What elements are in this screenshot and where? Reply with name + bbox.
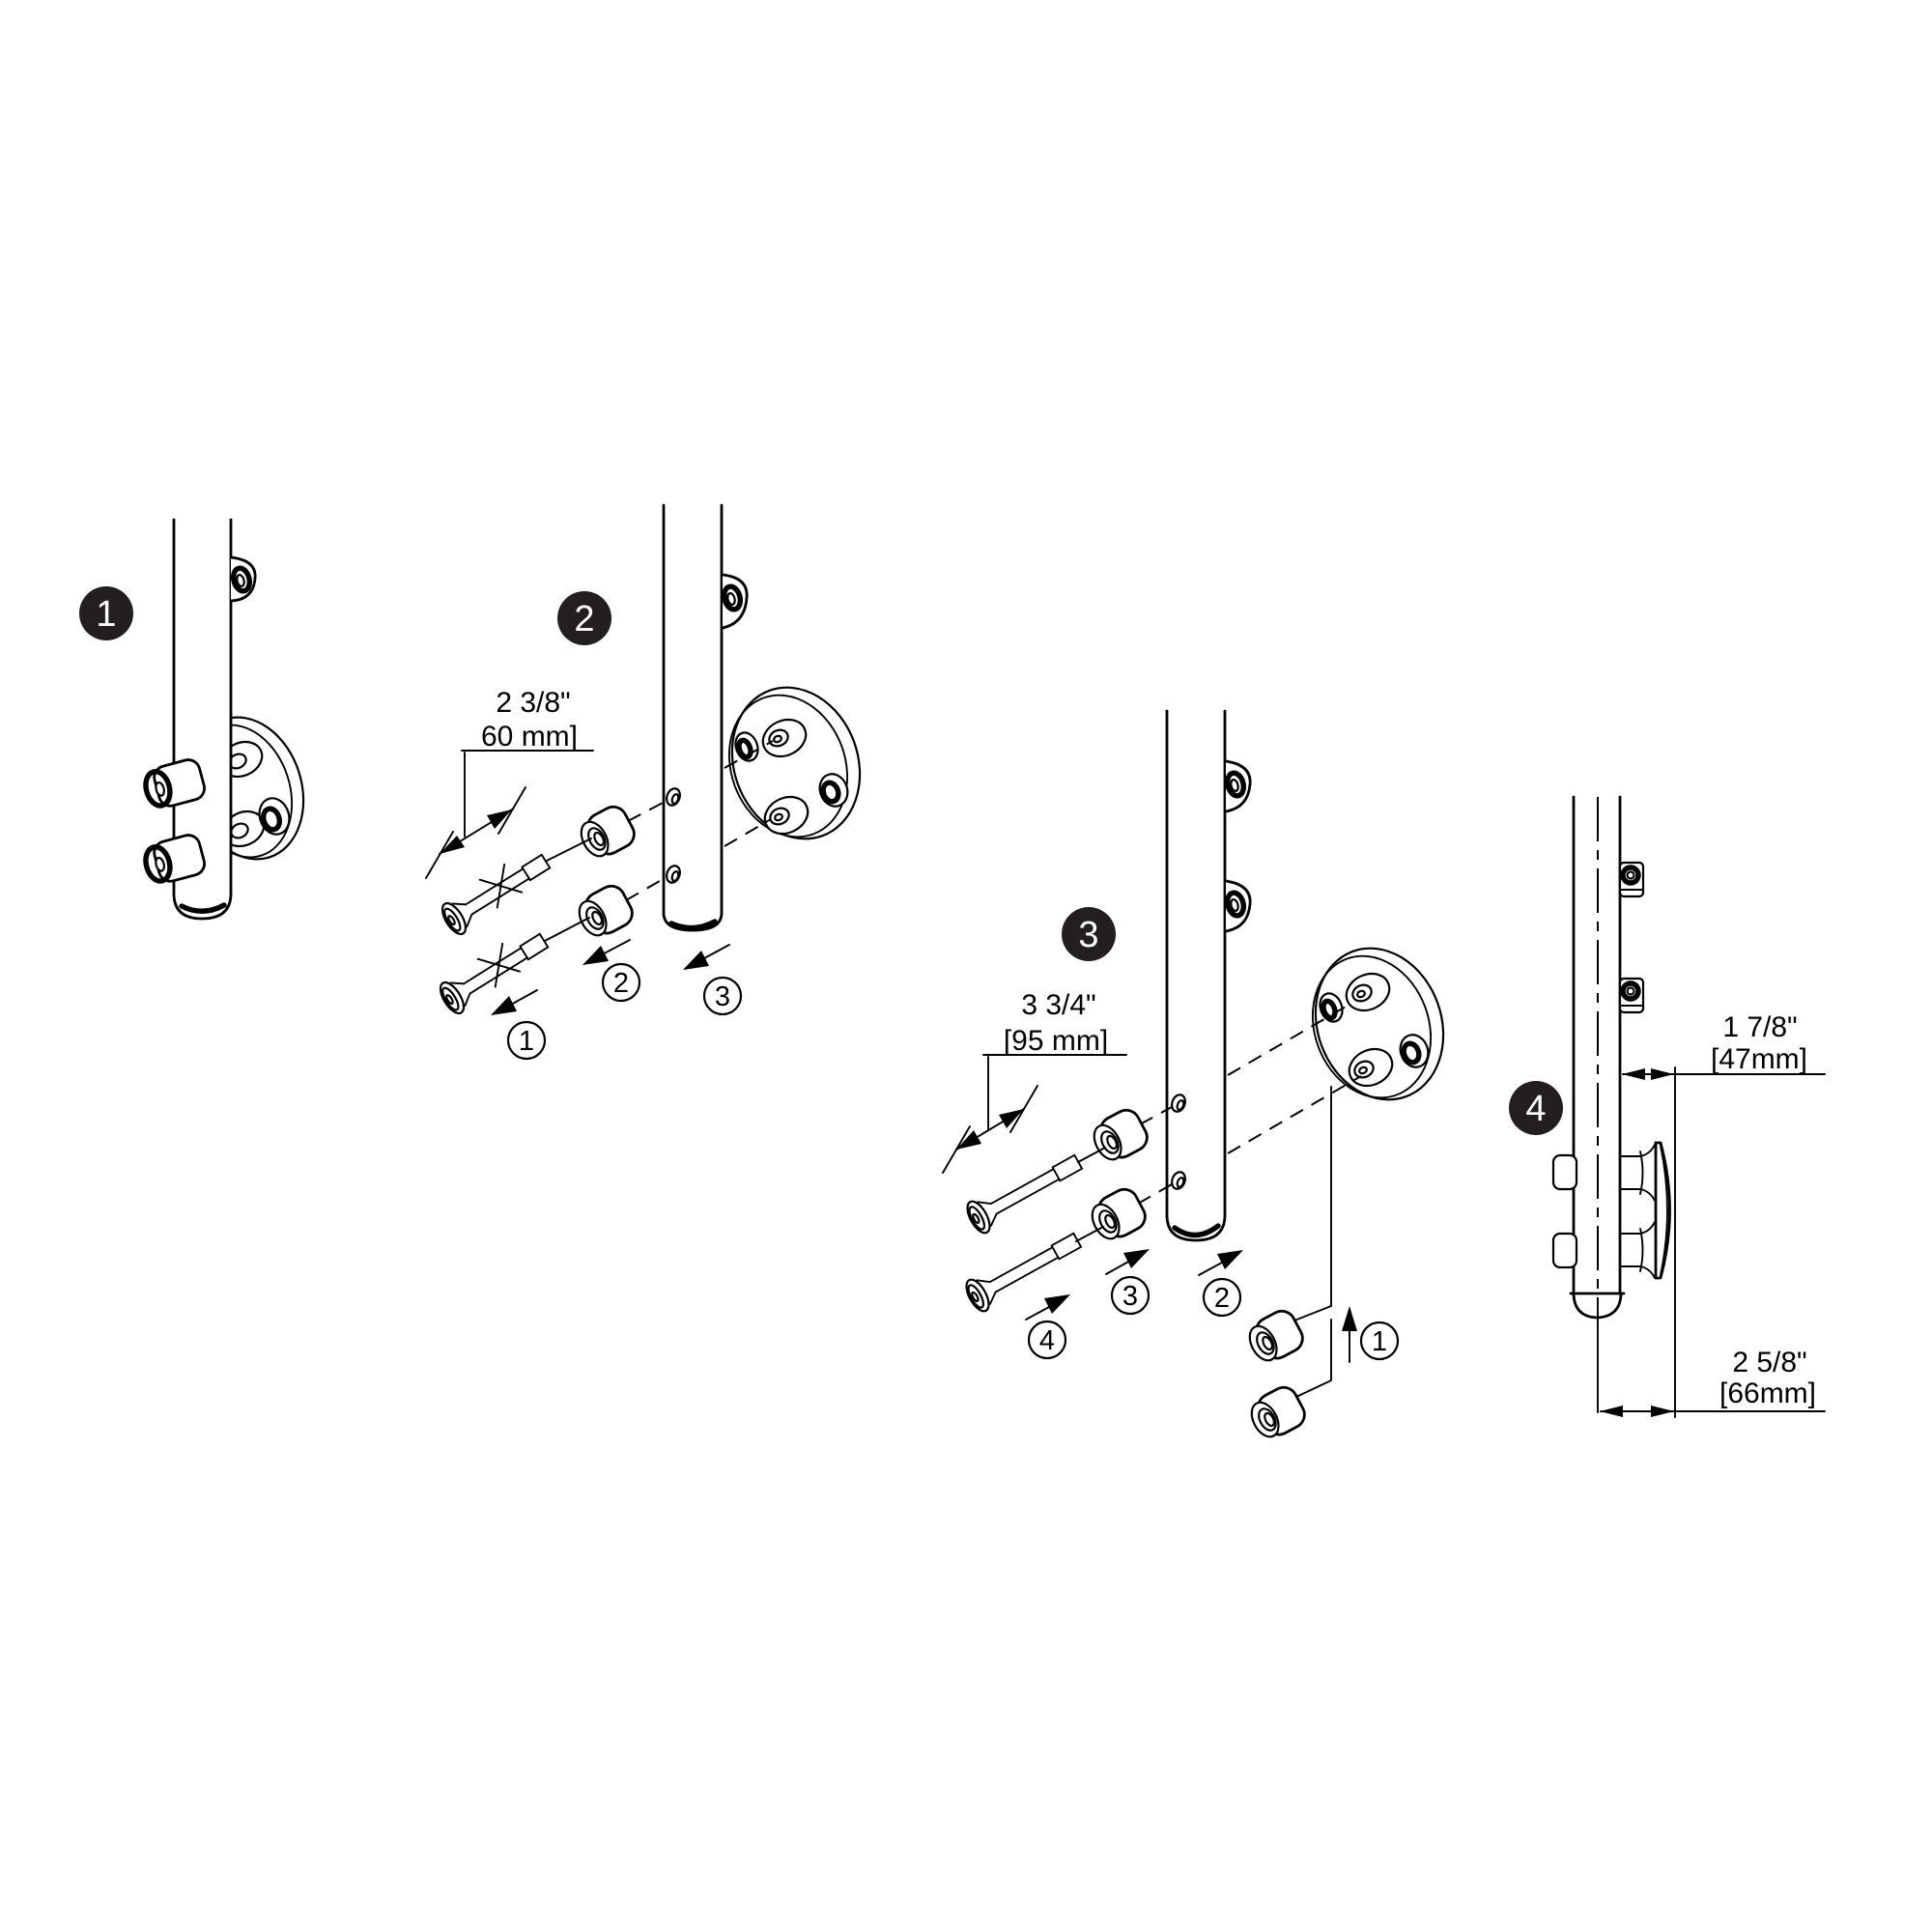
tube-hole xyxy=(670,870,680,882)
axis-line xyxy=(1077,1147,1106,1163)
mounting-spacer-icon xyxy=(580,805,636,858)
dimension-inches: 1 7/8" xyxy=(1722,1011,1797,1043)
dimension-offset-66: 2 5/8" [66mm] xyxy=(1600,1347,1826,1417)
svg-text:2: 2 xyxy=(613,968,629,999)
flat-head-screw-icon xyxy=(966,1153,1084,1235)
axis-line xyxy=(544,917,590,942)
saddle-fitting-icon xyxy=(721,573,749,630)
dimension-screw-length: 3 3/4" [95 mm] xyxy=(942,989,1127,1174)
step-badge-1: 1 xyxy=(79,586,133,640)
dimension-inches: 2 3/8" xyxy=(496,687,570,719)
saddle-fitting-icon xyxy=(1224,879,1252,933)
saddle-block-icon xyxy=(1618,861,1645,898)
step-number: 2 xyxy=(574,599,594,639)
wall-flange-icon xyxy=(727,686,862,840)
tube-hole xyxy=(1176,1099,1185,1111)
flat-head-screw-icon xyxy=(965,1232,1083,1313)
projection-line xyxy=(627,800,668,822)
dimension-offset-47: 1 7/8" [47mm] xyxy=(1622,1011,1826,1080)
dimension-inches: 2 5/8" xyxy=(1732,1347,1806,1378)
mounting-spacer-icon xyxy=(1248,1309,1304,1362)
dimension-screw-length: 2 3/8" 60 mm] xyxy=(425,687,594,879)
projection-line xyxy=(625,876,668,901)
step-2-drawing: 2 3/8" 60 mm] 1 2 3 2 xyxy=(425,503,862,1061)
leader-line xyxy=(1295,1379,1332,1398)
flat-head-screw-icon xyxy=(439,932,550,1015)
step-number: 3 xyxy=(1078,915,1098,955)
post-tube-icon xyxy=(1165,709,1227,1242)
dimension-metric: [95 mm] xyxy=(1004,1025,1108,1057)
svg-text:4: 4 xyxy=(1039,1325,1055,1356)
svg-text:2: 2 xyxy=(1214,1283,1230,1314)
callout-2: 2 xyxy=(582,939,641,1003)
projection-line xyxy=(1139,1106,1173,1125)
step-number: 1 xyxy=(96,594,116,635)
spacer-side-icon xyxy=(1551,1232,1578,1269)
step-badge-circle xyxy=(1062,907,1116,961)
wall-flange-side-icon xyxy=(1654,1141,1671,1280)
spacer-cone-icon xyxy=(1620,1221,1656,1279)
mounting-spacer-icon xyxy=(143,758,206,809)
svg-text:3: 3 xyxy=(1122,1281,1138,1312)
mounting-spacer-icon xyxy=(1250,1385,1306,1438)
dimension-inches: 3 3/4" xyxy=(1021,989,1095,1021)
projection-line xyxy=(1227,1075,1362,1154)
mounting-spacer-icon xyxy=(143,834,206,884)
post-tube-icon xyxy=(172,518,233,921)
wall-flange-icon xyxy=(1311,947,1445,1101)
axis-line xyxy=(546,838,592,862)
step-1-drawing: 1 xyxy=(79,518,305,921)
projection-line xyxy=(724,818,772,847)
saddle-block-icon xyxy=(1618,977,1645,1014)
svg-text:3: 3 xyxy=(715,981,730,1012)
axis-line xyxy=(1075,1226,1104,1242)
flat-head-screw-icon xyxy=(440,853,552,936)
dimension-metric: 60 mm] xyxy=(481,721,578,753)
projection-line xyxy=(724,740,774,769)
step-badge-circle xyxy=(1509,1081,1563,1135)
step-badge-circle xyxy=(79,586,133,640)
callout-1: 1 xyxy=(491,989,547,1061)
projection-line xyxy=(1137,1183,1173,1205)
callout-1: 1 xyxy=(1342,1306,1400,1363)
saddle-fitting-icon xyxy=(230,555,257,603)
step-4-drawing: 1 7/8" [47mm] 2 5/8" [66mm] 4 xyxy=(1509,795,1826,1418)
mounting-spacer-icon xyxy=(1093,1108,1149,1161)
tube-hole xyxy=(670,793,680,805)
step-3-drawing: 3 3/4" [95 mm] 4 xyxy=(942,709,1445,1438)
callout-2: 2 xyxy=(1198,1250,1243,1318)
step-badge-circle xyxy=(557,591,611,645)
post-tube-icon xyxy=(662,503,724,932)
step-badge-4: 4 xyxy=(1509,1081,1563,1135)
leader-line xyxy=(1293,1305,1332,1321)
callout-3: 3 xyxy=(1105,1249,1151,1316)
post-tube-side-icon xyxy=(1569,795,1626,1413)
callout-3: 3 xyxy=(683,944,743,1016)
svg-text:1: 1 xyxy=(519,1026,534,1057)
mounting-spacer-icon xyxy=(578,884,634,937)
step-badge-2: 2 xyxy=(557,591,611,645)
callout-4: 4 xyxy=(1025,1294,1070,1360)
saddle-fitting-icon xyxy=(1224,759,1252,813)
tube-hole xyxy=(1176,1177,1185,1188)
spacer-cone-icon xyxy=(1620,1144,1656,1202)
mounting-spacer-icon xyxy=(1091,1187,1147,1240)
svg-text:1: 1 xyxy=(1372,1326,1387,1357)
spacer-side-icon xyxy=(1551,1153,1578,1191)
dimension-metric: [66mm] xyxy=(1719,1378,1816,1409)
step-number: 4 xyxy=(1525,1089,1546,1129)
dimension-metric: [47mm] xyxy=(1711,1043,1807,1075)
step-badge-3: 3 xyxy=(1062,907,1116,961)
